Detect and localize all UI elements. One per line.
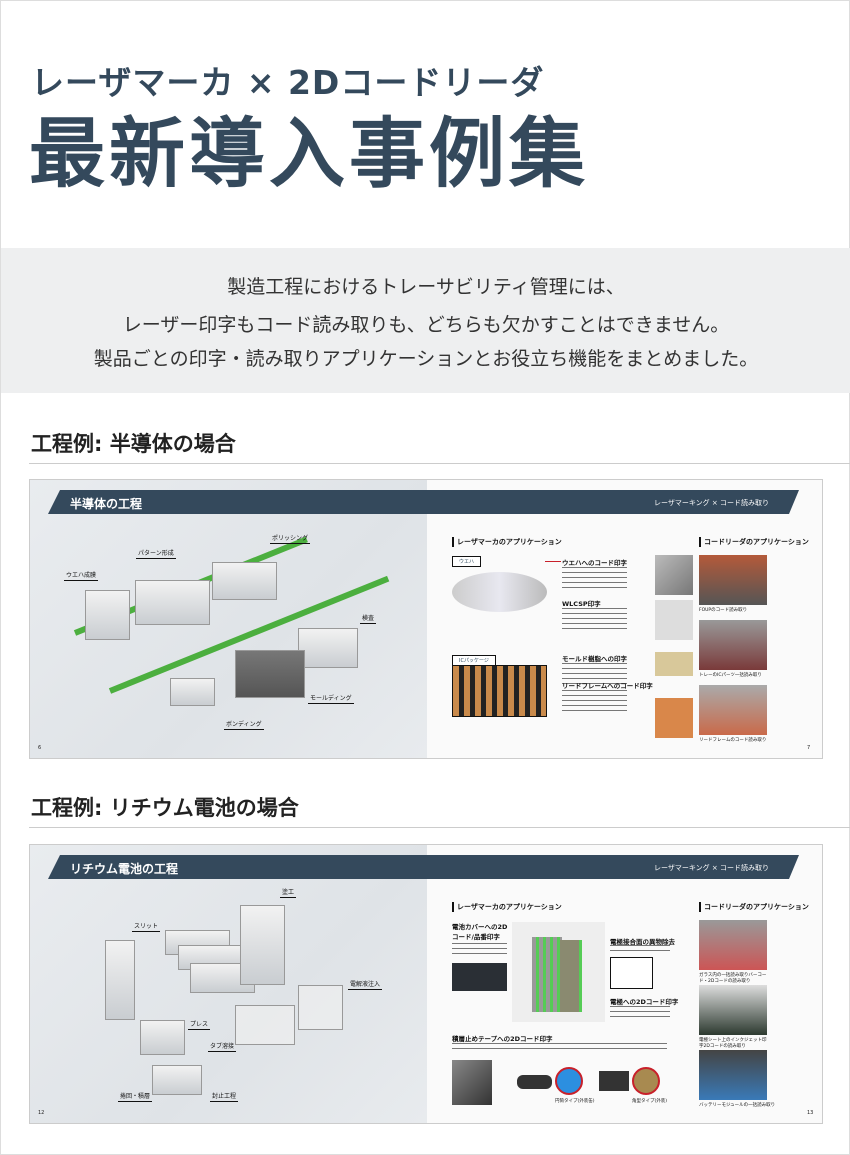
code-zoom-circle bbox=[632, 1067, 660, 1095]
app-title: WLCSP印字 bbox=[562, 600, 601, 608]
brochure-spread-lithium: リチウム電池の工程 塗工 スリット プレス タブ溶接 電解液注入 捲回・積層 封… bbox=[29, 844, 823, 1124]
reader-photo bbox=[699, 985, 767, 1035]
process-label: パターン形成 bbox=[136, 550, 176, 559]
section-heading-semiconductor: 工程例: 半導体の場合 bbox=[31, 432, 236, 456]
process-label: モールディング bbox=[308, 695, 354, 704]
cylindrical-cell-image bbox=[517, 1075, 552, 1089]
process-page: リチウム電池の工程 塗工 スリット プレス タブ溶接 電解液注入 捲回・積層 封… bbox=[30, 845, 427, 1123]
app-text bbox=[562, 663, 627, 685]
process-label: ウエハ成膜 bbox=[64, 572, 99, 581]
photo bbox=[655, 698, 693, 738]
inset-diagram bbox=[610, 957, 653, 989]
reader-caption: ガラス内の一括読み取りバーコード・2Dコードの読み取り bbox=[699, 973, 767, 984]
ic-package-image bbox=[452, 665, 547, 717]
leader-line bbox=[545, 561, 561, 562]
process-label: 検査 bbox=[360, 615, 377, 624]
process-title: リチウム電池の工程 bbox=[48, 855, 427, 879]
machine-illustration bbox=[152, 1065, 202, 1095]
page-title: 最新導入事例集 bbox=[29, 109, 589, 198]
app-text bbox=[610, 1006, 670, 1018]
banner: レーザマーキング × コード読み取り bbox=[427, 490, 799, 514]
subtitle: レーザマーカ × 2Dコードリーダ bbox=[31, 63, 545, 102]
process-page: 半導体の工程 ウエハ成膜 パターン形成 ポリッシング 検査 モールディング ボン… bbox=[30, 480, 427, 758]
app-title: モールド樹脂への印字 bbox=[562, 655, 627, 663]
machine-illustration bbox=[85, 590, 130, 640]
machine-illustration bbox=[298, 985, 343, 1030]
page-number: 7 bbox=[807, 745, 811, 751]
product-caption: 角型タイプ(外装) bbox=[632, 1099, 668, 1104]
machine-illustration bbox=[135, 580, 210, 625]
product-caption: 円筒タイプ(外装缶) bbox=[555, 1099, 595, 1104]
machine-illustration bbox=[105, 940, 135, 1020]
application-page: レーザマーキング × コード読み取り レーザマーカのアプリケーション コードリー… bbox=[427, 480, 822, 758]
tag: ウエハ bbox=[452, 556, 482, 567]
app-text bbox=[452, 1043, 667, 1052]
reader-caption: リードフレームのコード読み取り bbox=[699, 738, 767, 743]
machine-illustration bbox=[235, 1005, 295, 1045]
app-text bbox=[452, 943, 507, 958]
machine-illustration bbox=[240, 905, 285, 985]
app-text bbox=[562, 608, 627, 630]
code-zoom-circle bbox=[555, 1067, 583, 1095]
banner: レーザマーキング × コード読み取り bbox=[427, 855, 799, 879]
machine-illustration bbox=[298, 628, 358, 668]
reader-photo bbox=[699, 620, 767, 670]
wafer-image bbox=[452, 572, 547, 612]
reader-caption: バッテリーモジュールの一括読み取り bbox=[699, 1103, 776, 1108]
reader-heading: コードリーダのアプリケーション bbox=[699, 537, 809, 547]
process-title: 半導体の工程 bbox=[48, 490, 427, 514]
app-title: 電池カバーへの2Dコード/品番印字 bbox=[452, 923, 508, 941]
intro-line: 製品ごとの印字・読み取りアプリケーションとお役立ち機能をまとめました。 bbox=[93, 348, 759, 370]
app-text bbox=[562, 567, 627, 589]
app-title: ウエハへのコード印字 bbox=[562, 559, 627, 567]
app-text bbox=[562, 690, 627, 712]
process-label: スリット bbox=[132, 923, 161, 932]
reader-photo bbox=[699, 1050, 767, 1100]
app-title: 電極への2Dコード印字 bbox=[610, 998, 679, 1006]
process-label: ボンディング bbox=[224, 721, 264, 730]
app-title: 電極接合面の異物除去 bbox=[610, 938, 675, 946]
reader-photo bbox=[699, 920, 767, 970]
marker-heading: レーザマーカのアプリケーション bbox=[452, 902, 562, 912]
app-title: 積層止めテープへの2Dコード印字 bbox=[452, 1035, 553, 1043]
reader-heading: コードリーダのアプリケーション bbox=[699, 902, 809, 912]
intro-line: 製造工程におけるトレーサビリティ管理には、 bbox=[227, 276, 625, 298]
machine-illustration bbox=[235, 650, 305, 698]
application-page: レーザマーキング × コード読み取り レーザマーカのアプリケーション コードリー… bbox=[427, 845, 822, 1123]
photo bbox=[655, 652, 693, 676]
photo bbox=[655, 600, 693, 640]
reader-caption: トレーのICパーツ一括読み取り bbox=[699, 673, 762, 678]
machine-illustration bbox=[212, 562, 277, 600]
reader-caption: FOUPのコード読み取り bbox=[699, 608, 748, 613]
divider bbox=[29, 463, 850, 464]
page-number: 12 bbox=[38, 1110, 45, 1116]
process-label: ポリッシング bbox=[270, 535, 311, 544]
process-label: 塗工 bbox=[280, 889, 297, 898]
intro-line: レーザー印字もコード読み取りも、どちらも欠かすことはできません。 bbox=[122, 314, 730, 336]
photo bbox=[655, 555, 693, 595]
reader-photo bbox=[699, 685, 767, 735]
process-label: 捲回・積層 bbox=[118, 1093, 153, 1102]
app-title: リードフレームへのコード印字 bbox=[562, 682, 653, 690]
battery-image bbox=[512, 922, 605, 1022]
divider bbox=[29, 827, 850, 828]
marker-heading: レーザマーカのアプリケーション bbox=[452, 537, 562, 547]
intro-band: 製造工程におけるトレーサビリティ管理には、 レーザー印字もコード読み取りも、どち… bbox=[1, 248, 850, 393]
photo bbox=[452, 963, 507, 991]
app-text bbox=[610, 945, 670, 953]
machine-illustration bbox=[170, 678, 215, 706]
page-number: 6 bbox=[38, 745, 42, 751]
process-label: タブ溶接 bbox=[208, 1043, 237, 1052]
process-label: 封止工程 bbox=[210, 1093, 239, 1102]
reader-caption: 電極シート上のインクジェット印字2Dコードの読み取り bbox=[699, 1038, 767, 1049]
reader-photo bbox=[699, 555, 767, 605]
prismatic-cell-image bbox=[599, 1071, 629, 1091]
brochure-spread-semiconductor: 半導体の工程 ウエハ成膜 パターン形成 ポリッシング 検査 モールディング ボン… bbox=[29, 479, 823, 759]
process-label: 電解液注入 bbox=[348, 981, 383, 990]
section-heading-lithium: 工程例: リチウム電池の場合 bbox=[31, 796, 299, 820]
machine-illustration bbox=[140, 1020, 185, 1055]
tape-roll-image bbox=[452, 1060, 492, 1105]
page-number: 13 bbox=[807, 1110, 814, 1116]
process-label: プレス bbox=[188, 1021, 211, 1030]
